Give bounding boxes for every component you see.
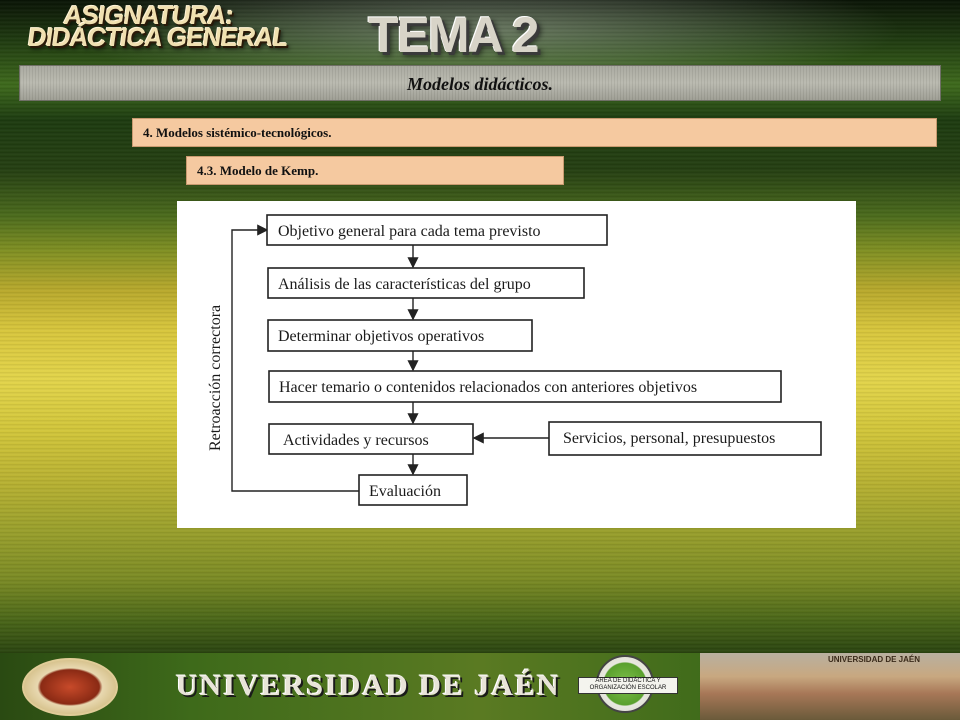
side-input-box-servicios	[548, 421, 822, 456]
step-box-analisis-grupo	[267, 267, 585, 299]
step-text-objetivo-general: Objetivo general para cada tema previsto	[278, 223, 541, 240]
section-heading: 4. Modelos sistémico-tecnológicos.	[132, 118, 937, 147]
building-sign: UNIVERSIDAD DE JAÉN	[828, 655, 921, 664]
university-crest-icon	[22, 658, 118, 716]
feedback-loop-line	[231, 224, 359, 492]
tema-title: TEMA 2	[368, 7, 539, 63]
step-box-objetivo-general	[266, 214, 608, 246]
kemp-model-diagram: Retroacción correctora Objetivo general …	[177, 201, 856, 528]
step-text-actividades: Actividades y recursos	[283, 432, 429, 449]
footer-banner: UNIVERSIDAD DE JAÉN ÁREA DE DIDÁCTICA Y …	[0, 653, 960, 720]
step-box-actividades	[268, 423, 474, 455]
slide-title: Modelos didácticos.	[407, 74, 553, 94]
university-name: UNIVERSIDAD DE JAÉN	[176, 669, 561, 702]
feedback-label: Retroacción correctora	[207, 305, 224, 451]
step-text-evaluacion: Evaluación	[369, 483, 441, 500]
step-text-temario: Hacer temario o contenidos relacionados …	[279, 379, 697, 396]
step-box-temario	[268, 370, 782, 403]
step-text-objetivos-operativos: Determinar objetivos operativos	[278, 328, 484, 345]
step-box-objetivos-operativos	[267, 319, 533, 352]
side-input-text-servicios: Servicios, personal, presupuestos	[563, 430, 775, 447]
diagram-canvas: Retroacción correctora Objetivo general …	[207, 214, 822, 506]
department-label: ÁREA DE DIDÁCTICA Y ORGANIZACIÓN ESCOLAR	[578, 677, 678, 694]
title-bar: Modelos didácticos.	[19, 65, 941, 101]
step-text-analisis-grupo: Análisis de las características del grup…	[278, 276, 531, 293]
step-box-evaluacion	[358, 474, 468, 506]
university-building-image: UNIVERSIDAD DE JAÉN	[700, 653, 960, 720]
subsection-heading: 4.3. Modelo de Kemp.	[186, 156, 564, 185]
subject-logo-line2: DIDÁCTICA GENERAL	[25, 22, 290, 52]
